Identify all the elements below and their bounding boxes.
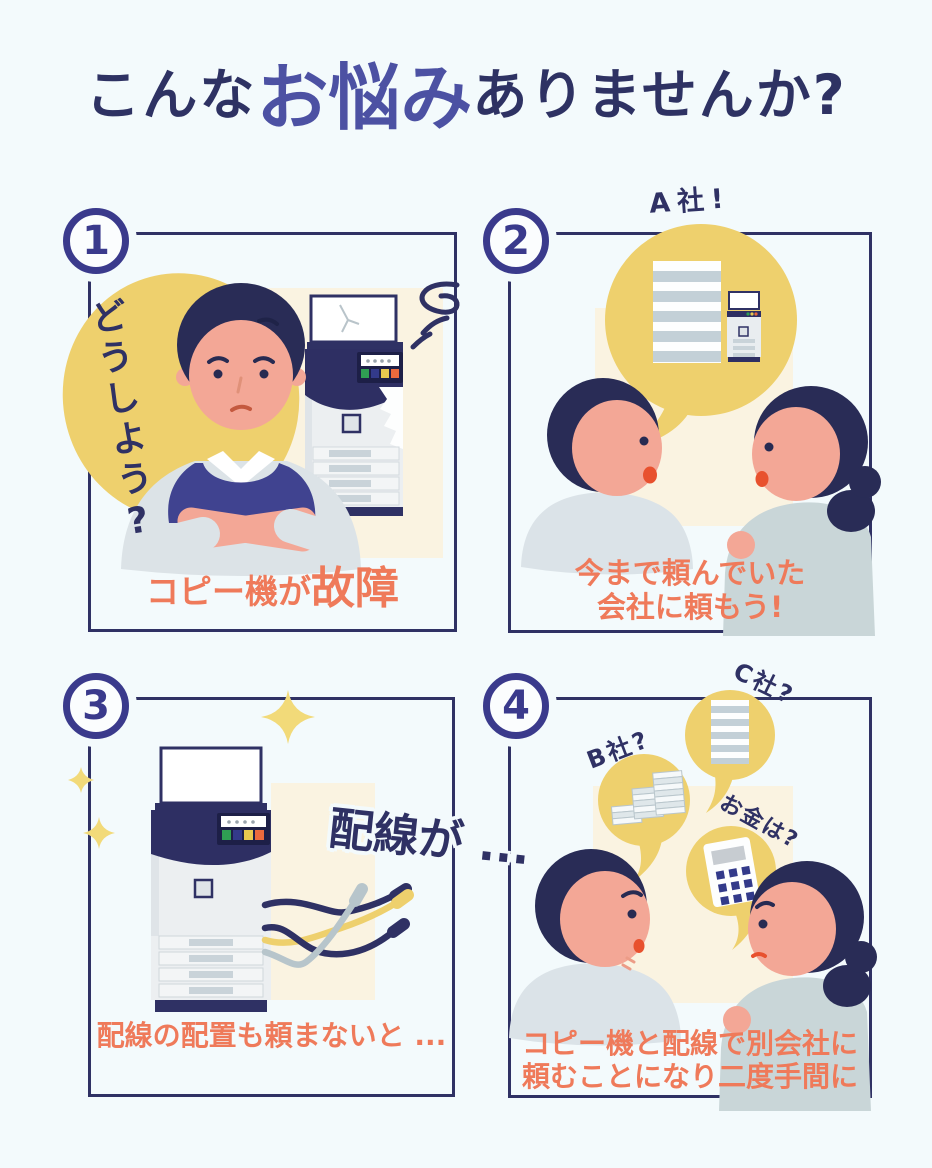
caption-line-2: 会社に頼もう! — [596, 589, 784, 624]
copier-icon — [727, 291, 761, 362]
panel-1-number-badge: 1 — [63, 208, 129, 274]
crack-tear — [379, 387, 403, 449]
speech-bubble-icon — [605, 224, 797, 449]
talking-man-icon — [521, 378, 693, 575]
money-stacks-icon — [610, 770, 686, 826]
caption-line-2: 頼むことになり二度手間に — [521, 1059, 858, 1093]
caption-line-1: コピー機と配線で別会社に — [521, 1026, 858, 1060]
dizzy-squiggle-icon — [410, 281, 460, 350]
panel-4-number: 4 — [502, 683, 530, 729]
money-question-bubble — [686, 826, 776, 950]
office-building-icon — [711, 700, 749, 764]
panel-3-number-badge: 3 — [63, 673, 129, 739]
panel-3-cabling-worry: 3 — [63, 673, 533, 1097]
company-c-bubble — [685, 690, 775, 813]
company-b-bubble — [598, 754, 690, 881]
panel-4-number-badge: 4 — [483, 673, 549, 739]
panel-1-illustration — [62, 273, 460, 576]
caption-line-1: 今まで頼んでいた — [574, 555, 806, 590]
page-title: こんなお悩みありませんか? — [0, 52, 932, 146]
panel-2-number-badge: 2 — [483, 208, 549, 274]
panel-4-caption: コピー機と配線で別会社に 頼むことになり二度手間に — [505, 1027, 875, 1093]
panel-4-illustration — [509, 690, 877, 1111]
panel-1-caption: コピー機が故障 — [85, 563, 460, 615]
worried-man-icon — [121, 283, 361, 576]
panel-3-number: 3 — [82, 683, 110, 729]
title-suffix: ありませんか? — [472, 63, 847, 127]
talking-woman-icon — [723, 386, 881, 636]
worried-woman-icon — [719, 861, 877, 1111]
panel-3-illustration — [68, 690, 414, 1012]
sparkle-icon — [68, 690, 315, 849]
new-copier-icon — [151, 746, 271, 1012]
panel-1-number: 1 — [82, 218, 110, 264]
panel-2-illustration — [521, 224, 881, 636]
worried-man-icon — [509, 849, 681, 1046]
panel-2-number: 2 — [502, 218, 530, 264]
title-prefix: こんな — [85, 63, 257, 127]
office-building-icon — [653, 261, 721, 363]
caption-normal: コピー機が — [146, 572, 311, 612]
bubble-label-a: A社! — [648, 183, 732, 220]
calculator-icon — [703, 837, 760, 908]
panel-3-caption: 配線の配置も頼まないと ... — [85, 1019, 458, 1052]
caption-line-1: 配線の配置も頼まないと ... — [96, 1018, 447, 1052]
title-highlight: お悩み — [256, 56, 473, 140]
panel-2-ask-same-company: 2 — [483, 183, 881, 636]
cables-icon — [261, 883, 414, 968]
panel-4-double-effort: 4 — [483, 657, 877, 1111]
panel-1-copier-breakdown: 1 — [62, 208, 460, 632]
panel-2-caption: 今まで頼んでいた 会社に頼もう! — [505, 556, 875, 624]
caption-emphasis: 故障 — [311, 563, 399, 615]
